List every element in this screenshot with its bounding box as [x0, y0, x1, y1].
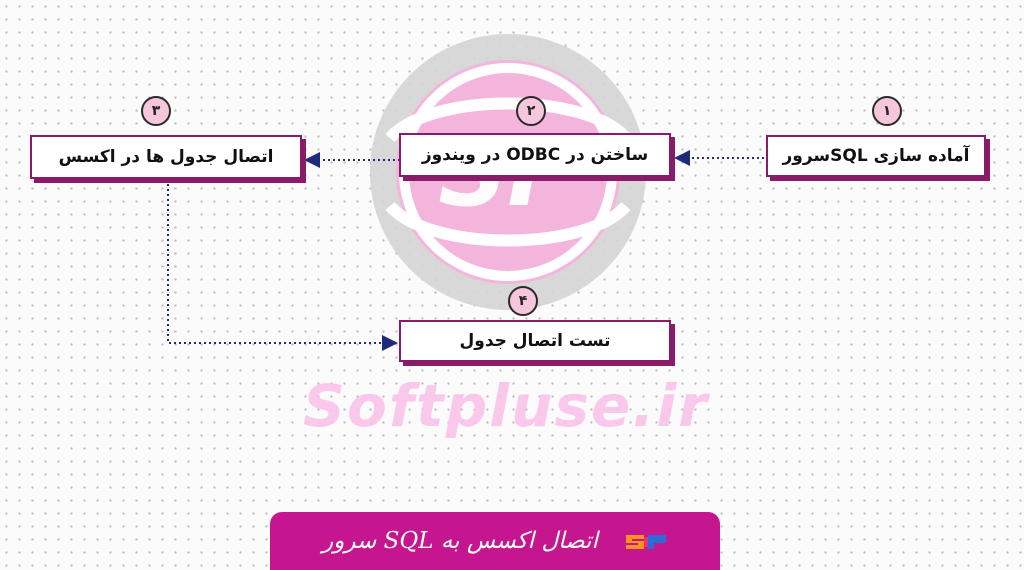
step-badge-1: ۱	[872, 96, 902, 126]
step-label-4: تست اتصال جدول	[459, 331, 611, 351]
step-badge-4: ۴	[508, 286, 538, 316]
step-box-3: اتصال جدول ها در اکسس	[30, 135, 302, 179]
banner-title: اتصال اکسس به SQL سرور	[322, 528, 598, 554]
step-badge-3: ۳	[141, 96, 171, 126]
step-badge-2: ۲	[516, 96, 546, 126]
step-box-4: تست اتصال جدول	[399, 320, 671, 362]
connector-3-to-4	[167, 184, 398, 351]
step-label-1: آماده سازی SQLسرور	[782, 146, 970, 166]
step-label-3: اتصال جدول ها در اکسس	[58, 147, 274, 167]
title-banner: اتصال اکسس به SQL سرور	[270, 512, 720, 570]
step-box-1: آماده سازی SQLسرور	[766, 135, 986, 177]
step-label-2: ساختن در ODBC در ویندوز	[421, 145, 649, 165]
brand-logo-icon	[625, 535, 666, 549]
watermark-text: Softpluse.ir	[303, 372, 709, 440]
step-box-2: ساختن در ODBC در ویندوز	[399, 133, 671, 177]
